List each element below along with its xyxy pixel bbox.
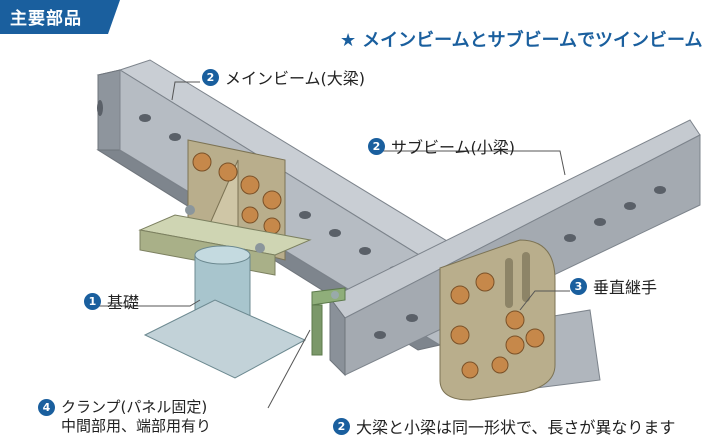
headline-text: メインビームとサブビームでツインビーム [362,30,703,51]
callout-label: 垂直継手 [593,278,658,297]
callout-label: 基礎 [107,293,140,312]
callout-number: 2 [333,417,350,435]
footnote-text: 大梁と小梁は同一形状で、長さが異なります [356,418,676,437]
callout-clamp: 4 クランプ(パネル固定) 中間部用、端部用有り [38,398,211,436]
section-tag-shape [0,0,120,34]
star-icon: ★ [340,30,357,51]
vertical-joint [439,239,556,401]
callout-label: クランプ(パネル固定) [61,398,208,416]
foundation [138,205,312,379]
callout-label: サブビーム(小梁) [391,138,516,157]
callout-number: 2 [202,68,219,86]
footnote: 2 大梁と小梁は同一形状で、長さが異なります [333,414,675,438]
callout-sub-beam: 2 サブビーム(小梁) [368,134,515,158]
headline: ★メインビームとサブビームでツインビーム [340,26,703,52]
clamp [311,287,346,356]
callout-vertical-joint: 3 垂直継手 [570,274,657,298]
callout-foundation: 1 基礎 [84,289,139,313]
callout-sublabel: 中間部用、端部用有り [61,417,212,435]
section-tag: 主要部品 [10,9,82,29]
callout-number: 2 [368,137,385,155]
callout-number: 3 [570,277,587,295]
callout-number: 4 [38,399,55,416]
callout-number: 1 [84,292,101,310]
callout-label: メインビーム(大梁) [225,69,366,88]
callout-main-beam: 2 メインビーム(大梁) [202,65,365,89]
